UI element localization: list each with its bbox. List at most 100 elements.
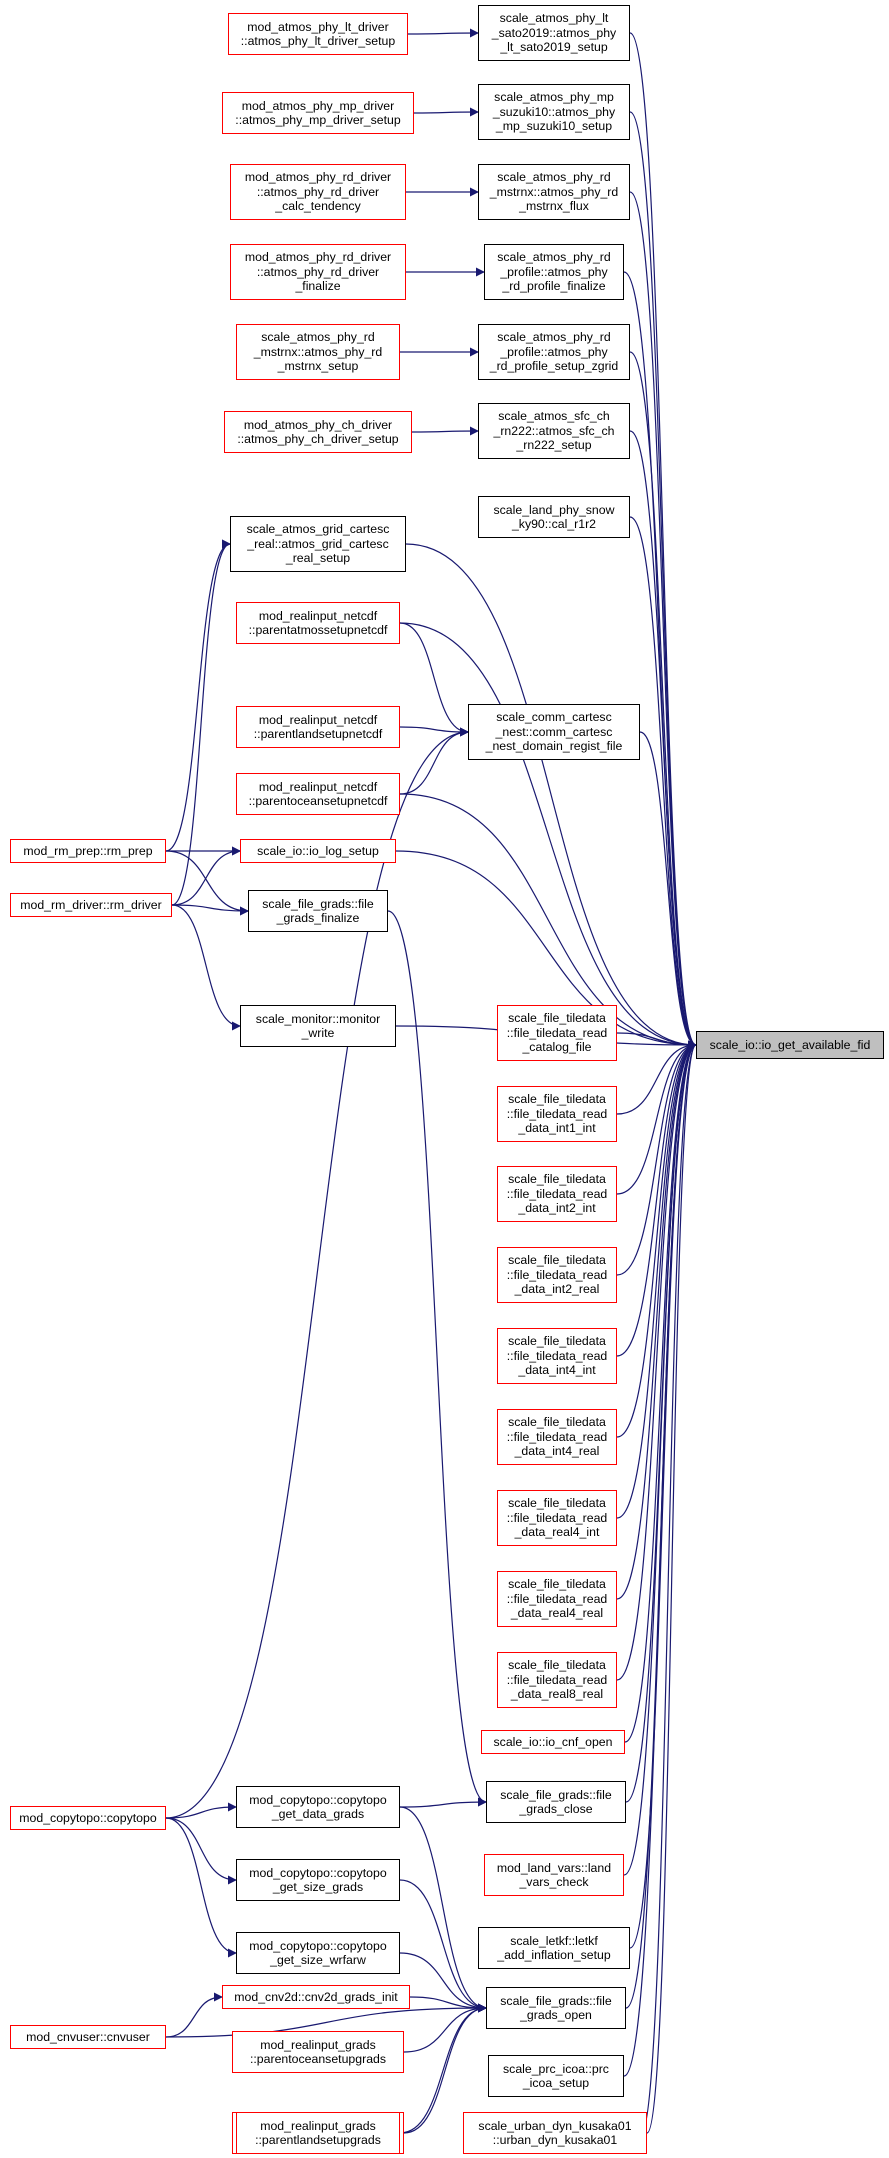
edge-td-catalog-to-target <box>616 1032 697 1050</box>
node-label: scale_file_tiledata ::file_tiledata_read… <box>506 1011 608 1055</box>
edge-rm-prep-to-grid-cartesc <box>165 539 231 852</box>
graph-node-td-int1[interactable]: scale_file_tiledata ::file_tiledata_read… <box>497 1086 617 1142</box>
node-label: scale_io::io_get_available_fid <box>709 1037 871 1052</box>
graph-node-grads-fin[interactable]: scale_file_grads::file _grads_finalize <box>248 890 388 932</box>
edge-rd-profile-fin-to-target <box>623 271 697 1050</box>
graph-node-rg-ocean[interactable]: mod_realinput_grads ::parentoceansetupgr… <box>232 2031 404 2073</box>
node-label: scale_file_tiledata ::file_tiledata_read… <box>506 1172 608 1216</box>
graph-node-rm-driver[interactable]: mod_rm_driver::rm_driver <box>10 893 172 917</box>
focus-node[interactable]: scale_io::io_get_available_fid <box>696 1031 884 1059</box>
node-label: scale_file_grads::file _grads_open <box>500 1993 612 2023</box>
graph-node-land-snow[interactable]: scale_land_phy_snow _ky90::cal_r1r2 <box>478 496 630 538</box>
graph-node-rd-mstrnx-setup[interactable]: scale_atmos_phy_rd _mstrnx::atmos_phy_rd… <box>236 324 400 380</box>
graph-node-urban[interactable]: scale_urban_dyn_kusaka01 ::urban_dyn_kus… <box>463 2112 647 2154</box>
graph-node-rd-profile-zgrid[interactable]: scale_atmos_phy_rd _profile::atmos_phy _… <box>478 324 630 380</box>
graph-node-td-int4-real[interactable]: scale_file_tiledata ::file_tiledata_read… <box>497 1409 617 1465</box>
node-label: scale_file_grads::file _grads_close <box>500 1787 612 1817</box>
node-label: scale_file_tiledata ::file_tiledata_read… <box>506 1334 608 1378</box>
node-label: scale_file_tiledata ::file_tiledata_read… <box>506 1496 608 1540</box>
node-label: mod_cnv2d::cnv2d_grads_init <box>234 1989 398 2004</box>
graph-node-rd-calc[interactable]: mod_atmos_phy_rd_driver ::atmos_phy_rd_d… <box>230 164 406 220</box>
node-label: mod_cnvuser::cnvuser <box>26 2029 150 2044</box>
graph-node-io-log[interactable]: scale_io::io_log_setup <box>240 839 396 863</box>
edge-ri-atmos-to-comm-nest <box>399 622 469 737</box>
node-label: mod_realinput_netcdf ::parentlandsetupne… <box>253 712 383 742</box>
node-label: mod_copytopo::copytopo _get_data_grads <box>249 1792 387 1822</box>
edge-td-real4-int-to-target <box>616 1040 697 1519</box>
graph-node-lt-sato[interactable]: scale_atmos_phy_lt _sato2019::atmos_phy … <box>478 5 630 61</box>
edge-lt-sato-to-target <box>629 32 697 1050</box>
node-label: scale_file_tiledata ::file_tiledata_read… <box>506 1577 608 1621</box>
edge-cnvuser-to-grads-open <box>165 2003 487 2038</box>
edge-ri-ocean-to-target <box>399 793 697 1050</box>
edge-td-real8-real-to-target <box>616 1040 697 1681</box>
graph-node-ri-land[interactable]: mod_realinput_netcdf ::parentlandsetupne… <box>236 706 400 748</box>
graph-node-lt-driver[interactable]: mod_atmos_phy_lt_driver ::atmos_phy_lt_d… <box>228 13 408 55</box>
graph-node-letkf[interactable]: scale_letkf::letkf _add_inflation_setup <box>478 1927 630 1969</box>
edge-copytopo-to-ct-data <box>165 1802 237 1819</box>
graph-node-td-catalog[interactable]: scale_file_tiledata ::file_tiledata_read… <box>497 1005 617 1061</box>
node-label: scale_file_tiledata ::file_tiledata_read… <box>506 1415 608 1459</box>
node-label: scale_monitor::monitor _write <box>255 1011 381 1041</box>
node-label: mod_atmos_phy_mp_driver ::atmos_phy_mp_d… <box>235 98 401 128</box>
node-label: scale_land_phy_snow _ky90::cal_r1r2 <box>493 502 615 532</box>
graph-node-grid-cartesc[interactable]: scale_atmos_grid_cartesc _real::atmos_gr… <box>230 516 406 572</box>
graph-node-grads-open[interactable]: scale_file_grads::file _grads_open <box>486 1987 626 2029</box>
graph-node-td-real4-int[interactable]: scale_file_tiledata ::file_tiledata_read… <box>497 1490 617 1546</box>
node-label: scale_file_tiledata ::file_tiledata_read… <box>506 1658 608 1702</box>
edge-layer <box>165 28 697 2138</box>
edge-rd-profile-zgrid-to-target <box>629 351 697 1050</box>
edge-mp-driver-to-mp-suzuki <box>413 107 479 117</box>
graph-node-td-real8-real[interactable]: scale_file_tiledata ::file_tiledata_read… <box>497 1652 617 1708</box>
node-label: scale_atmos_sfc_ch _rn222::atmos_sfc_ch … <box>493 409 615 453</box>
graph-node-comm-nest[interactable]: scale_comm_cartesc _nest::comm_cartesc _… <box>468 704 640 760</box>
graph-node-land-vars[interactable]: mod_land_vars::land _vars_check <box>484 1854 624 1896</box>
edge-ct-data-to-grads-open <box>399 1806 487 2013</box>
edge-urban-to-target <box>646 1040 697 2134</box>
edge-rd-mstrnx-flux-to-target <box>629 191 697 1050</box>
node-label: scale_atmos_phy_rd _mstrnx::atmos_phy_rd… <box>253 330 383 374</box>
graph-node-rd-profile-fin[interactable]: scale_atmos_phy_rd _profile::atmos_phy _… <box>484 244 624 300</box>
graph-node-td-int2-real[interactable]: scale_file_tiledata ::file_tiledata_read… <box>497 1247 617 1303</box>
edge-prc-icoa-to-target <box>623 1040 697 2077</box>
graph-node-cnv2d[interactable]: mod_cnv2d::cnv2d_grads_init <box>222 1985 410 2009</box>
graph-node-ri-ocean[interactable]: mod_realinput_netcdf ::parentoceansetupn… <box>236 773 400 815</box>
graph-node-ct-wrfarw[interactable]: mod_copytopo::copytopo _get_size_wrfarw <box>236 1932 400 1974</box>
graph-node-ri-atmos[interactable]: mod_realinput_netcdf ::parentatmossetupn… <box>236 602 400 644</box>
edge-land-snow-to-target <box>629 516 697 1050</box>
edge-rm-driver-to-io-log <box>171 846 241 906</box>
graph-node-td-real4-real[interactable]: scale_file_tiledata ::file_tiledata_read… <box>497 1571 617 1627</box>
graph-node-prc-icoa[interactable]: scale_prc_icoa::prc _icoa_setup <box>488 2055 624 2097</box>
edge-mp-suzuki-to-target <box>629 111 697 1050</box>
edge-td-int2-int-to-target <box>616 1040 697 1195</box>
node-label: mod_atmos_phy_lt_driver ::atmos_phy_lt_d… <box>240 19 396 49</box>
graph-node-monitor[interactable]: scale_monitor::monitor _write <box>240 1005 396 1047</box>
graph-node-mp-suzuki[interactable]: scale_atmos_phy_mp _suzuki10::atmos_phy … <box>478 84 630 140</box>
graph-node-ch-driver[interactable]: mod_atmos_phy_ch_driver ::atmos_phy_ch_d… <box>224 411 412 453</box>
graph-node-grads-close[interactable]: scale_file_grads::file _grads_close <box>486 1781 626 1823</box>
edge-land-vars-to-target <box>623 1040 697 1876</box>
graph-node-ct-size[interactable]: mod_copytopo::copytopo _get_size_grads <box>236 1859 400 1901</box>
node-label: mod_copytopo::copytopo _get_size_wrfarw <box>249 1938 387 1968</box>
graph-node-cnvuser[interactable]: mod_cnvuser::cnvuser <box>10 2025 166 2049</box>
graph-node-rd-finalize[interactable]: mod_atmos_phy_rd_driver ::atmos_phy_rd_d… <box>230 244 406 300</box>
graph-node-cnf-open[interactable]: scale_io::io_cnf_open <box>481 1730 625 1754</box>
node-label: mod_realinput_netcdf ::parentatmossetupn… <box>248 608 388 638</box>
graph-node-rg-land[interactable]: mod_realinput_grads ::parentlandsetupgra… <box>236 2112 400 2154</box>
graph-node-rm-prep[interactable]: mod_rm_prep::rm_prep <box>10 839 166 863</box>
edge-cnf-open-to-target <box>624 1040 697 1743</box>
graph-node-copytopo[interactable]: mod_copytopo::copytopo <box>10 1806 166 1830</box>
graph-node-sfc-ch[interactable]: scale_atmos_sfc_ch _rn222::atmos_sfc_ch … <box>478 403 630 459</box>
graph-node-ct-data[interactable]: mod_copytopo::copytopo _get_data_grads <box>236 1786 400 1828</box>
graph-node-td-int4-int[interactable]: scale_file_tiledata ::file_tiledata_read… <box>497 1328 617 1384</box>
node-label: mod_copytopo::copytopo <box>19 1810 157 1825</box>
edge-copytopo-to-comm-nest <box>165 727 469 1819</box>
graph-node-td-int2-int[interactable]: scale_file_tiledata ::file_tiledata_read… <box>497 1166 617 1222</box>
node-label: mod_land_vars::land _vars_check <box>496 1860 612 1890</box>
node-label: scale_urban_dyn_kusaka01 ::urban_dyn_kus… <box>478 2118 632 2148</box>
graph-node-mp-driver[interactable]: mod_atmos_phy_mp_driver ::atmos_phy_mp_d… <box>222 92 414 134</box>
edge-ct-wrfarw-to-grads-open <box>399 1952 487 2013</box>
graph-node-rd-mstrnx-flux[interactable]: scale_atmos_phy_rd _mstrnx::atmos_phy_rd… <box>478 164 630 220</box>
